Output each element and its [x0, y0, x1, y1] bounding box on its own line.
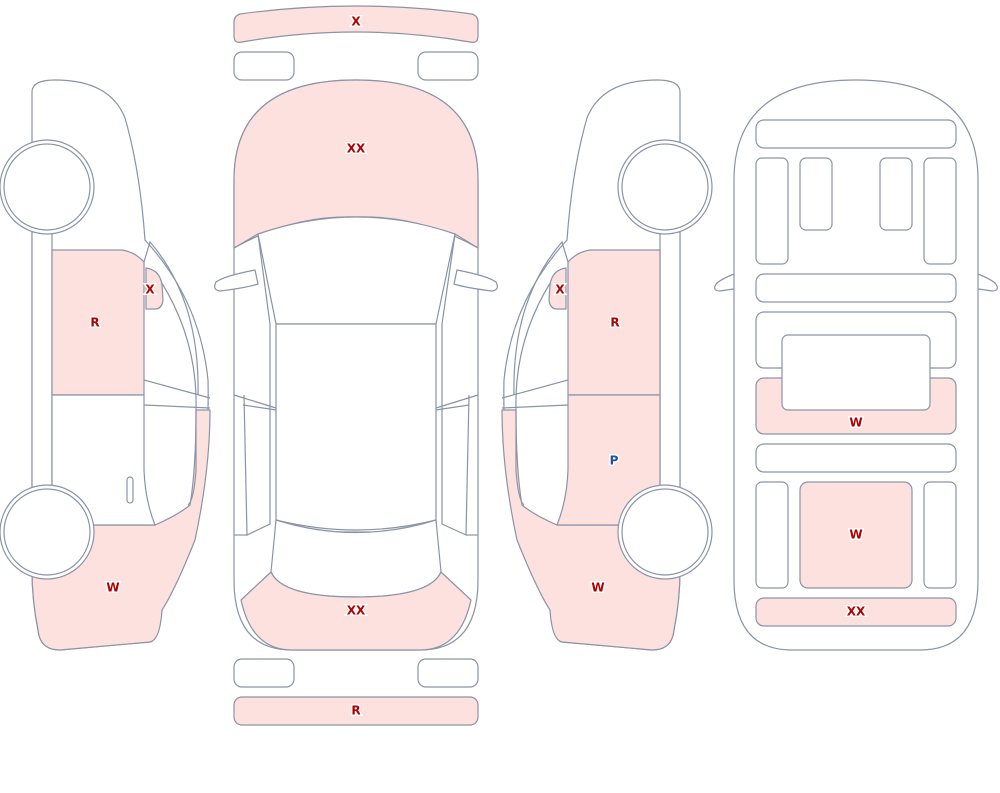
- right-mirror[interactable]: [548, 267, 567, 310]
- left-window-line: [159, 279, 197, 506]
- top-rear-bumper-code: R: [351, 704, 360, 718]
- right-window-frame: [513, 240, 569, 396]
- top-windshield: [257, 216, 456, 325]
- left-front-door-code: R: [90, 316, 99, 330]
- left-door-handle: [126, 476, 134, 504]
- top-left-pillar: [233, 233, 259, 249]
- right-window-line: [515, 279, 553, 506]
- top-right-door-seam: [435, 394, 479, 411]
- underbody-rear-left-pillar: [755, 481, 789, 589]
- right-rear-door-panel[interactable]: [556, 394, 661, 526]
- underbody-rear-strip-upper: [755, 443, 957, 473]
- left-mirror-code: X: [145, 283, 155, 297]
- underbody-rear-strip-code: XX: [847, 605, 866, 619]
- right-door-seam: [501, 379, 569, 399]
- right-rear-quarter-code: W: [591, 581, 604, 595]
- underbody-view: W W XX: [714, 79, 998, 651]
- top-right-side: [441, 233, 470, 536]
- top-hood-code: XX: [347, 142, 366, 156]
- left-window-frame: [143, 240, 199, 396]
- left-mirror[interactable]: [145, 267, 164, 310]
- underbody-rear-strip[interactable]: [755, 597, 957, 627]
- right-front-door-code: R: [610, 316, 619, 330]
- underbody-front-right-seat: [879, 157, 913, 231]
- left-door-seam-2: [143, 404, 211, 409]
- left-side-view: R X W: [0, 79, 211, 651]
- right-rear-quarter-panel[interactable]: [501, 409, 681, 651]
- underbody-front-left-pillar: [755, 157, 789, 265]
- top-right-mirror: [453, 269, 498, 292]
- top-rear-bumper[interactable]: [233, 696, 479, 726]
- top-left-side: [243, 233, 271, 536]
- top-left-mirror: [214, 269, 259, 292]
- underbody-front-right-pillar: [923, 157, 957, 265]
- underbody-mid-panel-code: W: [849, 416, 862, 430]
- underbody-middle-strip: [755, 273, 957, 303]
- right-side-view: X R P W: [501, 79, 713, 651]
- right-mirror-code: X: [555, 283, 565, 297]
- top-trunk-panel[interactable]: [240, 571, 472, 651]
- top-left-taillight: [233, 658, 295, 688]
- top-left-door-seam: [233, 394, 277, 411]
- top-right-headlight: [417, 51, 479, 81]
- top-right-taillight: [417, 658, 479, 688]
- underbody-rear-panel-code: W: [849, 528, 862, 542]
- underbody-console: [781, 334, 931, 411]
- left-door-seam: [143, 379, 211, 399]
- right-front-wheel: [621, 143, 709, 231]
- top-trunk-code: XX: [347, 604, 366, 618]
- left-front-door-panel[interactable]: [51, 249, 145, 396]
- left-pillar-strip: [31, 231, 53, 493]
- top-right-pillar: [454, 233, 479, 249]
- right-rear-wheel: [621, 488, 709, 576]
- underbody-rear-panel[interactable]: [799, 481, 913, 589]
- top-left-headlight: [233, 51, 295, 81]
- right-rear-door-code: P: [610, 454, 619, 468]
- underbody-rear-right-pillar: [923, 481, 957, 589]
- right-front-door-panel[interactable]: [567, 249, 661, 396]
- left-rear-wheel: [3, 488, 91, 576]
- top-front-bumper-code: X: [351, 15, 361, 29]
- underbody-front-strip: [755, 119, 957, 149]
- left-rear-quarter-code: W: [106, 581, 119, 595]
- top-view: X XX XX R: [214, 5, 498, 726]
- right-pillar-strip: [659, 231, 681, 493]
- top-roof: [275, 323, 437, 533]
- right-door-seam-2: [501, 404, 569, 409]
- left-rear-quarter-panel[interactable]: [31, 409, 211, 651]
- top-front-bumper[interactable]: [233, 5, 479, 43]
- underbody-front-left-seat: [799, 157, 833, 231]
- left-front-wheel: [3, 143, 91, 231]
